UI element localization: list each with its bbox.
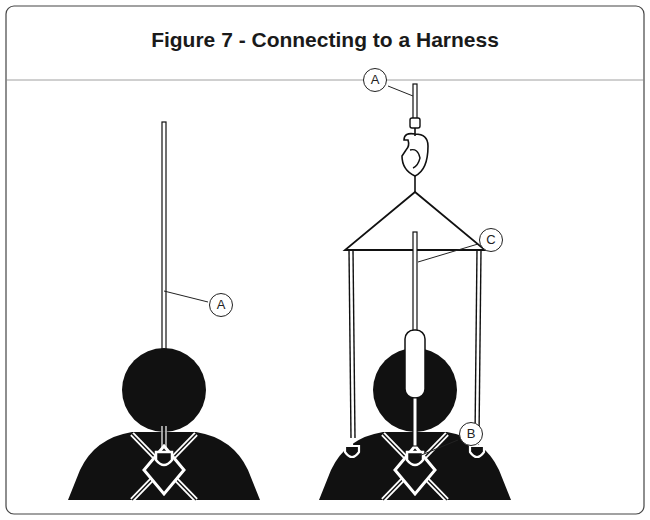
callout-letter: A: [363, 68, 387, 92]
shoulder-line: [353, 250, 355, 438]
shoulder-line: [479, 250, 481, 438]
back-pad: [395, 446, 435, 494]
strap-stitch: [132, 434, 196, 500]
frame: [6, 6, 644, 514]
strap-stitch: [132, 434, 196, 500]
left-worker: [68, 122, 260, 500]
frame-divider: [6, 80, 644, 81]
callout-letter: C: [479, 228, 503, 252]
lifeline: [413, 84, 417, 120]
callout-letter: B: [459, 422, 483, 446]
hook-gate: [410, 150, 420, 168]
connector-link: [414, 176, 416, 192]
right-worker: [319, 84, 511, 500]
energy-absorber: [405, 330, 425, 398]
callout-letter: A: [209, 293, 233, 317]
lanyard: [413, 398, 417, 446]
leader-line: [388, 86, 413, 96]
shoulder-line: [349, 250, 351, 438]
leader-line: [419, 440, 458, 456]
figure-title: Figure 7 - Connecting to a Harness: [0, 28, 650, 52]
snap-hook: [402, 128, 428, 176]
leader-line: [164, 291, 208, 302]
dorsal-d-ring: [407, 452, 423, 465]
torso: [68, 432, 260, 500]
dorsal-d-ring: [156, 452, 172, 465]
head: [122, 348, 206, 432]
swivel: [410, 118, 420, 128]
leader-line: [418, 244, 478, 262]
shoulder-line: [475, 250, 477, 438]
harness-strap: [132, 434, 196, 500]
shoulder-d-ring: [345, 438, 359, 457]
back-pad: [144, 446, 184, 494]
lanyard: [413, 232, 417, 332]
harness-strap: [132, 434, 196, 500]
